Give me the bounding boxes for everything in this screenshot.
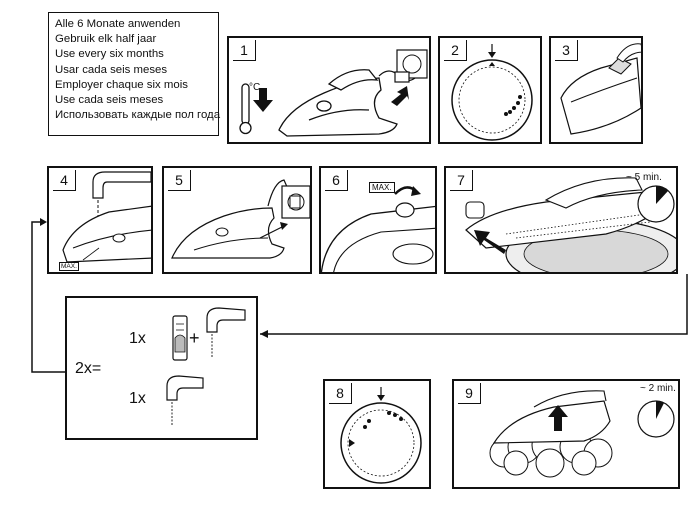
iron-icon bbox=[278, 69, 398, 137]
empty-water-tank-illustration bbox=[560, 43, 641, 135]
arrow-right-icon bbox=[40, 218, 47, 226]
step-number: 1 bbox=[233, 40, 256, 61]
step-number: 9 bbox=[458, 383, 481, 404]
repeat-times-label: 2x= bbox=[75, 360, 102, 377]
dial-pointer-icon bbox=[377, 395, 385, 401]
instruction-nl: Gebruik elk half jaar bbox=[55, 33, 157, 46]
instruction-pt: Use cada seis meses bbox=[55, 94, 164, 107]
row1-count-label: 1x bbox=[129, 330, 146, 347]
fill-water-tank-illustration bbox=[62, 171, 151, 263]
dial-pointer-icon bbox=[488, 52, 496, 58]
iron-icon bbox=[560, 57, 641, 135]
press-arrow-icon bbox=[474, 230, 506, 254]
step-7-panel: 7 ~ 5 min. bbox=[444, 166, 678, 274]
down-arrow-icon bbox=[253, 88, 273, 112]
step-number: 4 bbox=[53, 170, 76, 191]
step-number: 7 bbox=[450, 170, 473, 191]
temperature-knob-icon bbox=[395, 202, 415, 218]
repeat-rinse-panel: 2x= 1x + 1x bbox=[65, 296, 258, 440]
decalcifier-bottle-icon bbox=[172, 315, 188, 361]
hand-icon bbox=[616, 43, 641, 63]
water-tap-icon-2 bbox=[166, 375, 204, 401]
step-number: 8 bbox=[329, 383, 352, 404]
step-number: 5 bbox=[168, 170, 191, 191]
temperature-dial-illustration bbox=[451, 44, 533, 141]
instruction-fr: Employer chaque six mois bbox=[55, 78, 188, 91]
plug-in-iron-illustration bbox=[171, 179, 310, 259]
row2-count-label: 1x bbox=[129, 390, 146, 407]
step-6-panel: 6 MAX. bbox=[319, 166, 437, 274]
dial-icon bbox=[340, 402, 422, 484]
plug-in-arrow-icon bbox=[259, 225, 285, 239]
thermometer-icon bbox=[239, 83, 252, 135]
time-label-2min: ~ 2 min. bbox=[640, 383, 676, 394]
instruction-es: Usar cada seis meses bbox=[55, 63, 168, 76]
unplug-arrow-icon bbox=[391, 86, 409, 106]
set-max-temperature-illustration bbox=[321, 186, 435, 272]
rinse-illustration bbox=[166, 307, 246, 426]
dial-icon bbox=[451, 59, 533, 141]
steam-clean-illustration bbox=[489, 390, 675, 478]
max-fill-label: MAX. bbox=[59, 262, 79, 271]
plug-icon bbox=[289, 195, 301, 209]
step-5-panel: 5 bbox=[162, 166, 312, 274]
step-8-panel: 8 bbox=[323, 379, 431, 489]
iron-icon bbox=[62, 205, 151, 263]
instruction-ru: Использовать каждые пол года bbox=[55, 109, 221, 122]
water-tap-icon bbox=[206, 307, 246, 333]
water-tap-icon bbox=[92, 171, 151, 199]
up-arrow-icon bbox=[548, 405, 568, 431]
step-4-panel: 4 MAX. bbox=[47, 166, 153, 274]
step-1-panel: 1 °C bbox=[227, 36, 431, 144]
max-setting-label: MAX. bbox=[369, 182, 395, 193]
step-number: 6 bbox=[325, 170, 348, 191]
step-number: 3 bbox=[555, 40, 578, 61]
step-number: 2 bbox=[444, 40, 467, 61]
arrow-left-icon bbox=[260, 330, 268, 338]
usage-frequency-text-box: Alle 6 Monate anwenden Gebruik elk half … bbox=[48, 12, 221, 136]
instruction-en: Use every six months bbox=[55, 48, 164, 61]
temperature-label: °C bbox=[249, 82, 261, 93]
step-3-panel: 3 bbox=[549, 36, 643, 144]
step-2-panel: 2 bbox=[438, 36, 542, 144]
plus-sign: + bbox=[189, 328, 200, 348]
plug-icon bbox=[394, 71, 410, 83]
return-dial-illustration bbox=[340, 387, 422, 484]
iron-unplugged-illustration bbox=[239, 49, 428, 137]
calc-clean-button-icon bbox=[465, 201, 485, 219]
instruction-de: Alle 6 Monate anwenden bbox=[55, 18, 181, 30]
water-bottle-icon bbox=[608, 57, 632, 75]
step-9-panel: 9 ~ 2 min. bbox=[452, 379, 680, 489]
steam-over-sink-illustration bbox=[465, 177, 676, 272]
time-label-5min: ~ 5 min. bbox=[626, 172, 662, 183]
return-line bbox=[260, 274, 688, 335]
iron-icon bbox=[492, 400, 611, 444]
